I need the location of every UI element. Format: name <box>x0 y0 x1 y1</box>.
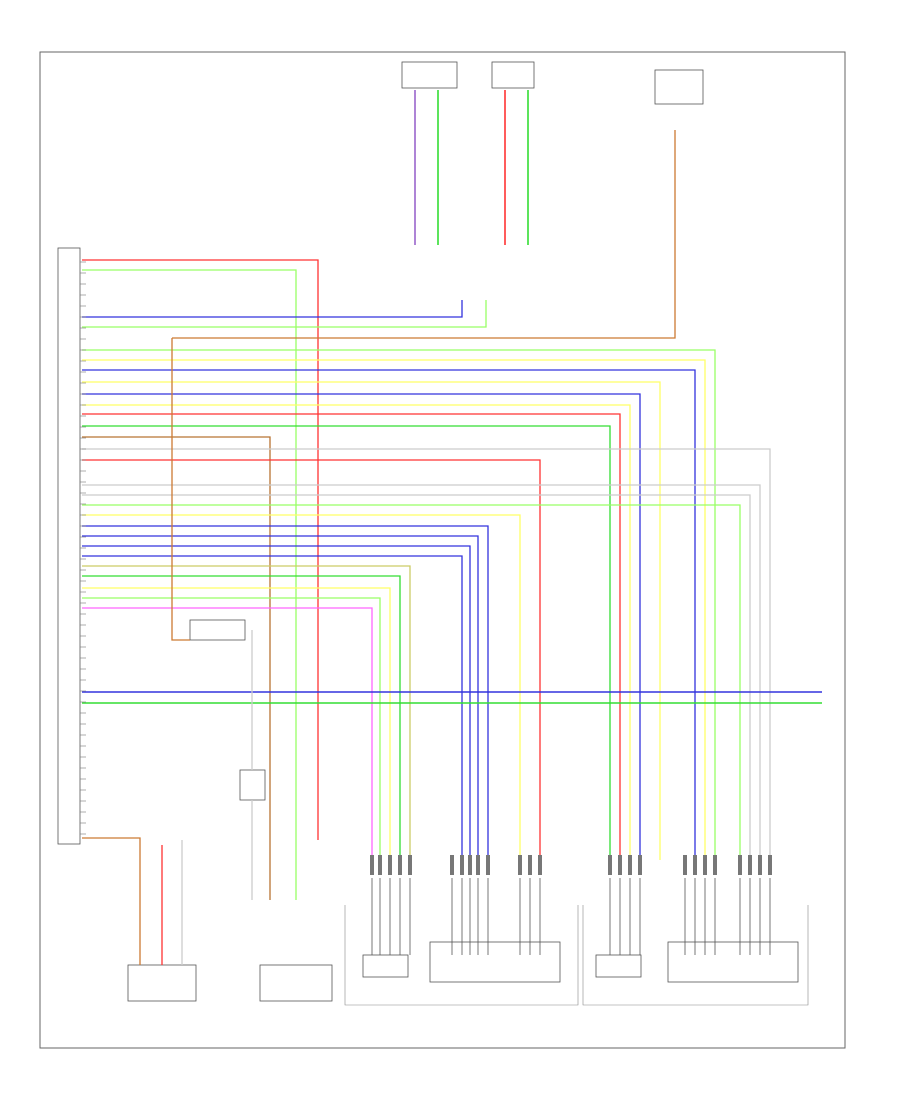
pin-group <box>80 261 772 955</box>
bottom-left-connector <box>127 964 197 1002</box>
connector-pin <box>608 855 612 875</box>
main-module <box>57 247 81 845</box>
connector-pin <box>618 855 622 875</box>
wire-12 <box>82 436 271 900</box>
wire-10 <box>82 413 621 860</box>
rear-sensor-left <box>401 61 458 89</box>
connector-pin <box>703 855 707 875</box>
right-headlight-bracket <box>582 905 809 1006</box>
wire-17 <box>82 504 741 860</box>
top-right-sensor <box>654 69 704 105</box>
connector-pin <box>378 855 382 875</box>
left-switch-box <box>239 769 266 801</box>
wire-group <box>82 90 822 965</box>
wire-orange-relay <box>171 338 190 641</box>
connector-pin <box>370 855 374 875</box>
wire-27 <box>82 607 373 860</box>
relay-box <box>189 619 246 641</box>
wire-15 <box>82 484 761 860</box>
connector-pin <box>450 855 454 875</box>
bottom-mid-connector <box>259 964 333 1002</box>
wire-1 <box>82 269 297 900</box>
connector-pin <box>486 855 490 875</box>
connector-pin <box>758 855 762 875</box>
diagram-frame <box>39 51 846 1049</box>
wire-19 <box>82 525 489 860</box>
connector-pin <box>398 855 402 875</box>
connector-pin <box>408 855 412 875</box>
connector-pin <box>638 855 642 875</box>
connector-pin <box>388 855 392 875</box>
wire-bl1 <box>82 837 141 965</box>
connector-pin <box>748 855 752 875</box>
left-leveling-box <box>362 954 409 978</box>
connector-pin <box>538 855 542 875</box>
connector-pin <box>468 855 472 875</box>
wire-8 <box>82 393 641 860</box>
wire-3 <box>82 300 487 328</box>
wire-25 <box>82 587 391 860</box>
connector-pin <box>518 855 522 875</box>
wire-26 <box>82 597 381 860</box>
wire-7 <box>82 381 661 860</box>
connector-pin <box>628 855 632 875</box>
wire-2 <box>82 300 463 318</box>
right-actuator-box <box>667 941 799 983</box>
wire-16 <box>82 494 751 860</box>
wire-20 <box>82 535 479 860</box>
connector-pin <box>460 855 464 875</box>
wire-orange-sensor <box>172 130 676 339</box>
right-leveling-box <box>595 954 642 978</box>
wire-18 <box>82 514 521 860</box>
wire-11 <box>82 425 611 860</box>
wire-24 <box>82 575 401 860</box>
left-actuator-box <box>429 941 561 983</box>
wire-14 <box>82 459 541 860</box>
rear-sensor-right <box>491 61 535 89</box>
wire-13 <box>82 448 771 860</box>
wire-23 <box>82 565 411 860</box>
wire-9 <box>82 404 631 860</box>
connector-pin <box>713 855 717 875</box>
connector-pin <box>528 855 532 875</box>
connector-pin <box>738 855 742 875</box>
connector-pin <box>693 855 697 875</box>
wire-21 <box>82 545 471 860</box>
wire-0 <box>82 259 319 840</box>
connector-pin <box>768 855 772 875</box>
wire-5 <box>82 359 706 860</box>
connector-pin <box>683 855 687 875</box>
connector-pin <box>476 855 480 875</box>
wire-22 <box>82 555 463 860</box>
wire-4 <box>82 349 716 860</box>
left-headlight-bracket <box>344 905 579 1006</box>
wire-6 <box>82 369 696 860</box>
